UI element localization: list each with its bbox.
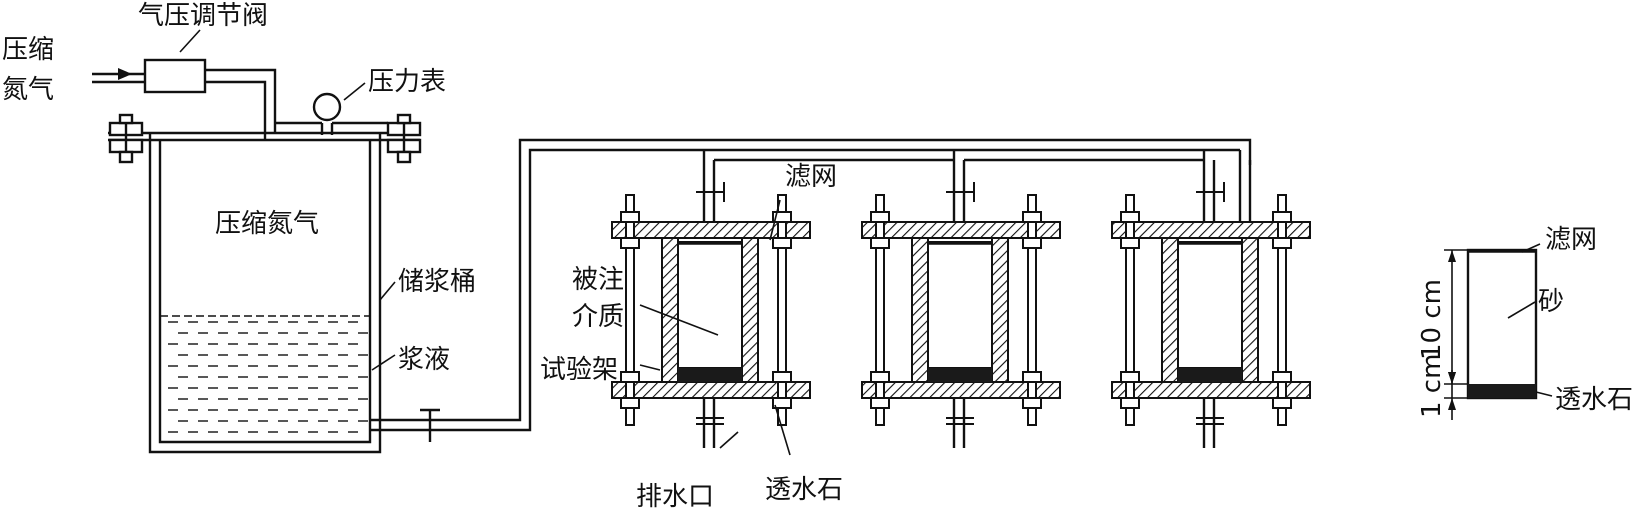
label-test-frame: 试验架 xyxy=(540,355,618,385)
sample-specimen xyxy=(1444,243,1553,420)
label-permeable-stone-bottom: 透水石 xyxy=(765,475,843,505)
label-slurry-tank: 储浆桶 xyxy=(398,267,476,297)
label-injected-medium-2: 介质 xyxy=(572,302,624,332)
label-permeable-stone-right: 透水石 xyxy=(1555,385,1633,415)
label-drain-outlet: 排水口 xyxy=(636,482,714,512)
slurry-liquid xyxy=(160,315,370,433)
pressure-gauge xyxy=(312,92,342,122)
label-pressure-gauge: 压力表 xyxy=(368,67,446,97)
gas-inlet-line xyxy=(92,58,388,140)
label-sand: 砂 xyxy=(1538,287,1564,317)
tank-bolt-left xyxy=(108,113,144,164)
sample-permeable-stone xyxy=(1468,384,1536,398)
tank-bolt-right xyxy=(386,113,422,164)
slurry-tank xyxy=(108,113,1252,454)
label-dim-1cm: 1 cm xyxy=(1417,354,1447,418)
label-compressed-in-1: 压缩 xyxy=(2,35,54,65)
label-pressure-valve: 气压调节阀 xyxy=(138,1,268,31)
test-cell-1 xyxy=(611,150,954,448)
label-nitrogen-tank: 压缩氮气 xyxy=(215,209,319,239)
label-filter-mesh-top: 滤网 xyxy=(785,162,837,192)
label-slurry: 浆液 xyxy=(398,345,450,375)
test-cell-2 xyxy=(861,150,1204,448)
label-injected-medium-1: 被注 xyxy=(572,265,624,295)
test-cell-3 xyxy=(1111,150,1311,448)
label-filter-mesh-right: 滤网 xyxy=(1545,225,1597,255)
pressure-regulating-valve xyxy=(143,58,207,94)
label-compressed-in-2: 氮气 xyxy=(2,75,54,105)
label-dim-10cm: 10 cm xyxy=(1417,279,1447,360)
